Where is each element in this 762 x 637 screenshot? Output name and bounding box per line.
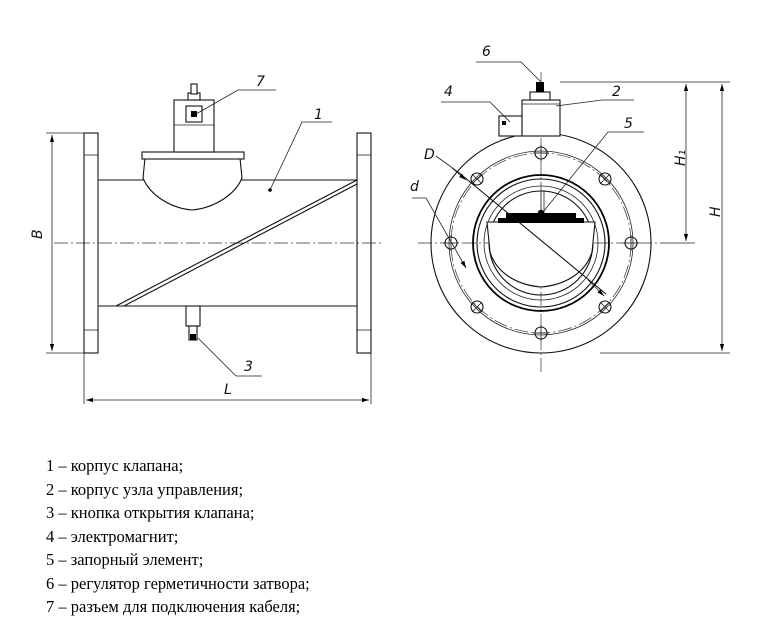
callout-6: 6: [482, 44, 491, 60]
bolt-holes: [443, 145, 639, 341]
dim-L-label: L: [224, 382, 232, 398]
parts-legend: 1 – корпус клапана; 2 – корпус узла упра…: [46, 454, 310, 619]
legend-item-6: 6 – регулятор герметичности затвора;: [46, 573, 310, 593]
front-view: D d 6 2 4 5 H₁ H: [410, 44, 730, 372]
legend-item-5: 5 – запорный элемент;: [46, 550, 204, 569]
shutoff-element: [486, 190, 596, 288]
open-button: [185, 305, 201, 341]
control-housing: [173, 83, 215, 153]
callout-7: 7: [256, 74, 265, 90]
callout-1: 1: [314, 107, 323, 123]
right-flange: [356, 132, 372, 354]
legend-item-4: 4 – электромагнит;: [46, 526, 179, 546]
dim-D-label: D: [424, 147, 435, 163]
legend-item-1: 1 – корпус клапана;: [46, 456, 184, 475]
electromagnet: [498, 115, 523, 137]
legend-item-3: 3 – кнопка открытия клапана;: [46, 503, 255, 522]
valve-body: [97, 151, 358, 310]
valve-technical-drawing: B L 1 7 3: [30, 44, 730, 404]
dim-H1-label: H₁: [673, 150, 689, 166]
callout-3: 3: [244, 359, 253, 375]
callout-2: 2: [612, 84, 621, 100]
callout-4: 4: [444, 84, 453, 100]
cable-connector: [191, 111, 197, 117]
dim-d-label: d: [410, 179, 419, 195]
legend-item-7: 7 – разъем для подключения кабеля;: [46, 597, 301, 616]
front-control-housing: [498, 82, 561, 137]
callout-5: 5: [624, 116, 633, 132]
dim-H-label: H: [708, 206, 724, 217]
legend-item-2: 2 – корпус узла управления;: [46, 479, 244, 499]
dim-B-label: B: [30, 229, 46, 239]
side-view: B L 1 7 3: [30, 74, 382, 404]
